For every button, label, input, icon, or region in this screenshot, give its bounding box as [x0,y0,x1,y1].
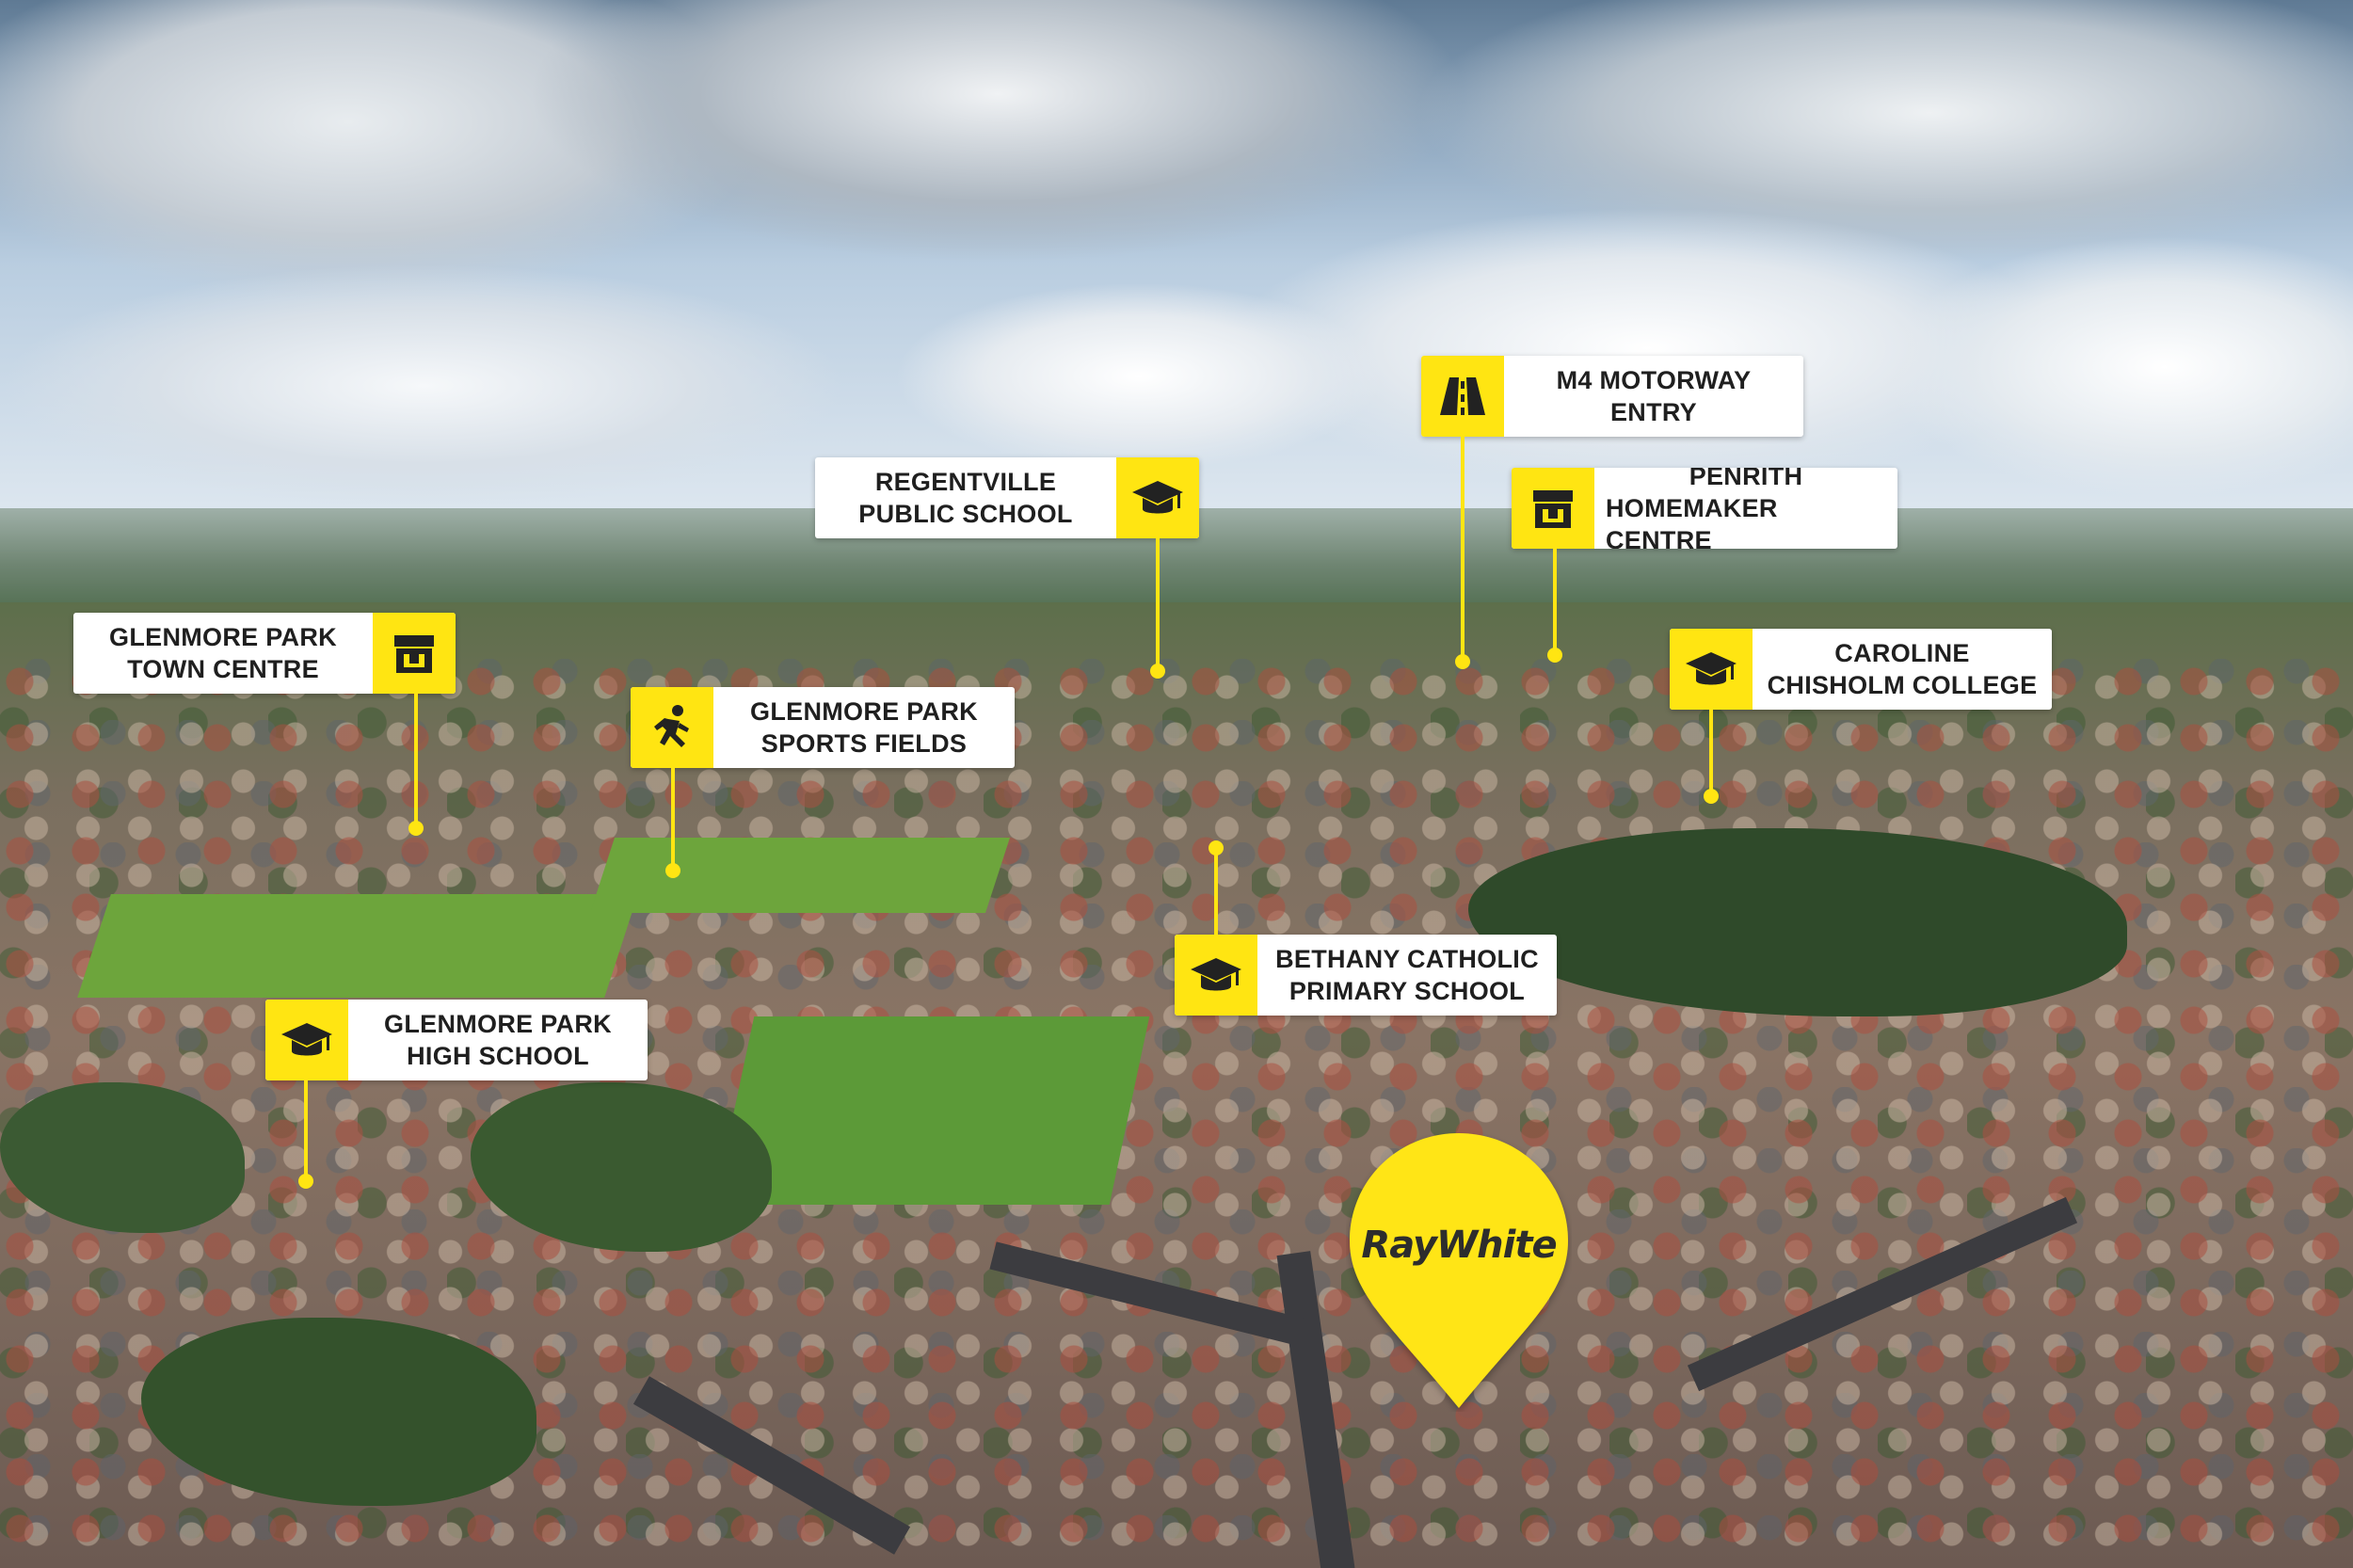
graduation-cap-icon [1116,457,1199,538]
label-line: ENTRY [1609,398,1697,426]
label-line: PRIMARY SCHOOL [1289,977,1526,1005]
location-dot [1547,648,1562,663]
ray-white-logo: RayWhite [1361,1224,1557,1267]
label-line: HIGH SCHOOL [407,1042,589,1070]
pointer-stem [1709,710,1713,794]
graduation-cap-icon [265,1000,348,1080]
location-dot [1150,664,1165,679]
pointer-stem [414,694,418,827]
label-text: GLENMORE PARK SPORTS FIELDS [713,687,1015,768]
label-line: REGENTVILLE [874,468,1057,496]
label-penrith-homemaker-centre: PENRITH HOMEMAKER CENTRE [1512,468,1897,549]
label-line: M4 MOTORWAY [1556,366,1752,394]
label-text: BETHANY CATHOLIC PRIMARY SCHOOL [1257,935,1557,1016]
pointer-stem [1214,850,1218,935]
label-text: REGENTVILLE PUBLIC SCHOOL [815,457,1116,538]
sports-field [77,894,638,998]
location-dot [665,863,680,878]
label-line: PENRITH [1689,468,1803,490]
storefront-icon [373,613,456,694]
cloud [527,0,1468,264]
cloud [894,282,1384,471]
label-text: M4 MOTORWAY ENTRY [1504,356,1803,437]
label-line: CAROLINE [1834,639,1970,667]
pointer-stem [1461,437,1465,661]
label-line: HOMEMAKER CENTRE [1606,494,1778,549]
cloud [0,264,847,508]
running-person-icon [631,687,713,768]
pointer-stem [1156,538,1160,670]
pointer-stem [304,1080,308,1178]
ray-white-map-pin-icon [1350,1133,1568,1408]
label-glenmore-park-town-centre: GLENMORE PARK TOWN CENTRE [73,613,456,694]
school-field [713,1016,1150,1205]
bushland [1468,828,2127,1016]
road-icon [1421,356,1504,437]
cloud [1882,235,2353,499]
label-text: GLENMORE PARK HIGH SCHOOL [348,1000,648,1080]
sports-field [590,838,1010,913]
location-dot [408,821,424,836]
location-dot [298,1174,313,1189]
storefront-icon [1512,468,1594,549]
label-text: CAROLINE CHISHOLM COLLEGE [1753,629,2052,710]
label-bethany-catholic-primary-school: BETHANY CATHOLIC PRIMARY SCHOOL [1175,935,1557,1016]
label-line: GLENMORE PARK [384,1010,612,1038]
location-dot [1455,654,1470,669]
trees [141,1318,536,1506]
label-glenmore-park-high-school: GLENMORE PARK HIGH SCHOOL [265,1000,648,1080]
label-text: PENRITH HOMEMAKER CENTRE [1594,468,1897,549]
label-line: GLENMORE PARK [750,697,978,726]
label-line: TOWN CENTRE [127,655,319,683]
pointer-stem [1553,549,1557,654]
location-dot [1704,789,1719,804]
trees [471,1082,772,1252]
label-m4-motorway-entry: M4 MOTORWAY ENTRY [1421,356,1803,437]
pointer-stem [671,768,675,868]
label-regentville-public-school: REGENTVILLE PUBLIC SCHOOL [815,457,1199,538]
label-line: SPORTS FIELDS [760,729,968,758]
label-line: GLENMORE PARK [109,623,337,651]
graduation-cap-icon [1670,629,1753,710]
label-line: PUBLIC SCHOOL [858,500,1073,528]
trees [0,1082,245,1233]
location-dot [1209,840,1224,856]
label-caroline-chisholm-college: CAROLINE CHISHOLM COLLEGE [1670,629,2052,710]
graduation-cap-icon [1175,935,1257,1016]
label-line: BETHANY CATHOLIC [1275,945,1539,973]
label-glenmore-park-sports-fields: GLENMORE PARK SPORTS FIELDS [631,687,1015,768]
label-text: GLENMORE PARK TOWN CENTRE [73,613,373,694]
label-line: CHISHOLM COLLEGE [1767,671,2038,699]
